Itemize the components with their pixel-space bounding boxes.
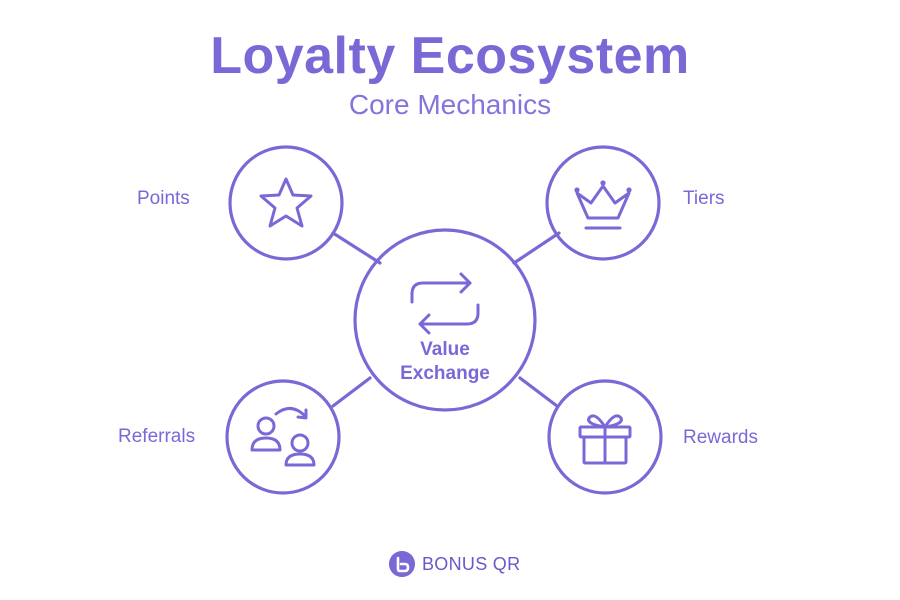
bonus-qr-logo-icon	[389, 551, 415, 577]
exchange-arrows-icon	[410, 272, 480, 335]
node-label-rewards: Rewards	[683, 427, 758, 448]
center-circle	[353, 228, 537, 412]
node-circle-tiers	[545, 145, 661, 261]
brand: BONUS QR	[389, 550, 520, 578]
center-label-line1: Value	[420, 339, 470, 360]
node-label-points: Points	[137, 188, 190, 209]
node-circle-referrals	[225, 379, 341, 495]
connector-points	[331, 231, 382, 265]
diagram-title: Loyalty Ecosystem	[210, 27, 690, 85]
center-label-line2: Exchange	[400, 363, 490, 384]
gift-icon	[578, 414, 632, 465]
center-label: Value Exchange	[370, 338, 520, 386]
crown-icon	[574, 180, 632, 230]
node-label-tiers: Tiers	[683, 188, 725, 209]
node-label-referrals: Referrals	[118, 426, 196, 447]
star-icon	[259, 177, 313, 228]
people-referral-icon	[250, 407, 316, 467]
diagram-subtitle: Core Mechanics	[348, 89, 552, 120]
brand-name: BONUS QR	[422, 553, 521, 574]
connector-referrals	[331, 376, 372, 408]
node-circle-points	[228, 145, 344, 261]
connector-tiers	[512, 231, 561, 265]
node-circle-rewards	[547, 379, 663, 495]
connector-rewards	[518, 376, 559, 408]
